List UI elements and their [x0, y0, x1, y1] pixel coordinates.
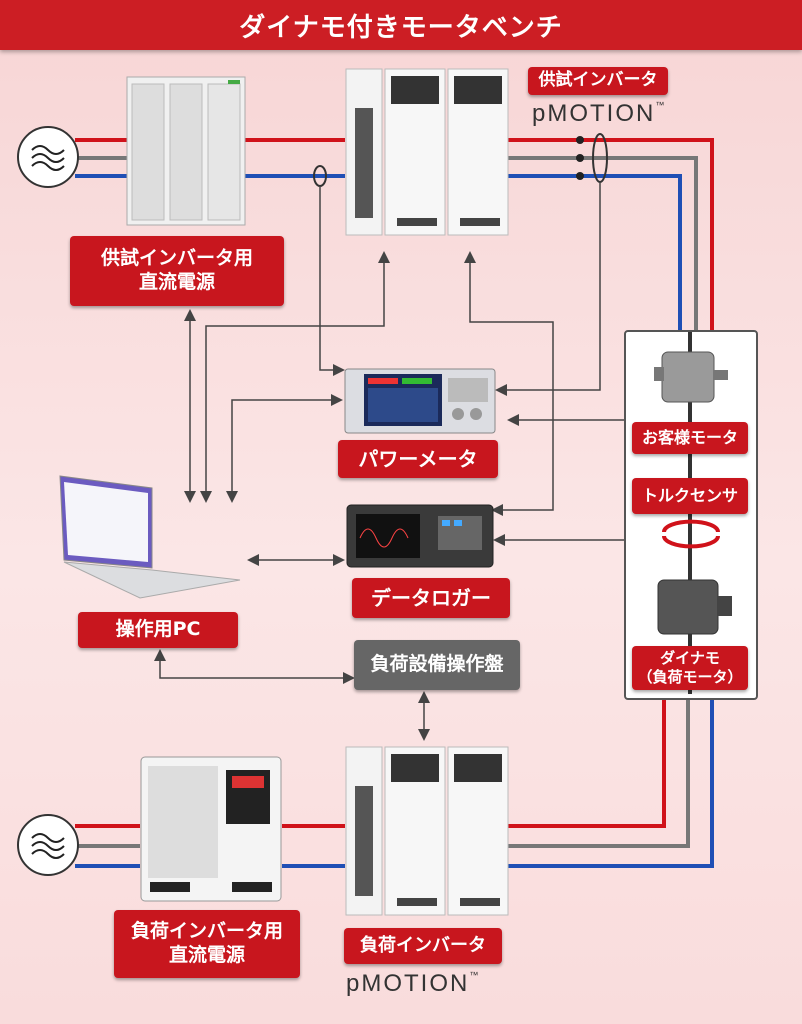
laptop-pc: [50, 470, 250, 610]
test-inverter-label: 供試インバータ: [528, 67, 668, 95]
load-inverter-cabinet: [345, 746, 509, 916]
load-inverter-psu-label: 負荷インバータ用直流電源: [114, 910, 300, 978]
test-inverter-dc-psu-cabinet: [126, 76, 246, 226]
motor-bench-panel: お客様モータ トルクセンサ ダイナモ（負荷モータ）: [624, 330, 758, 700]
data-logger-label: データロガー: [352, 578, 510, 618]
page-title: ダイナモ付きモータベンチ: [0, 0, 802, 50]
customer-motor-label: お客様モータ: [632, 422, 748, 454]
operation-pc-label: 操作用PC: [78, 612, 238, 648]
test-inverter-cabinet: [345, 68, 509, 236]
pmotion-logo-bottom: pMOTION™: [346, 970, 481, 997]
rotation-arrows-icon: [662, 519, 720, 549]
ac-source-icon: [17, 126, 79, 188]
dynamo-label: ダイナモ（負荷モータ）: [632, 646, 748, 690]
bottom-power-lines: [75, 696, 714, 868]
test-inverter-psu-label: 供試インバータ用直流電源: [70, 236, 284, 306]
pmotion-logo-top: pMOTION™: [532, 100, 667, 127]
power-meter-label: パワーメータ: [338, 440, 498, 478]
dynamo-icon: [657, 579, 732, 635]
ac-source-icon: [17, 814, 79, 876]
torque-sensor-label: トルクセンサ: [632, 478, 748, 514]
customer-motor-icon: [654, 351, 728, 403]
data-logger-device: [346, 504, 494, 568]
top-power-lines: [75, 133, 714, 330]
signal-lines: [154, 182, 624, 741]
load-panel-label: 負荷設備操作盤: [354, 640, 520, 690]
power-meter-device: [344, 368, 496, 434]
load-inverter-label: 負荷インバータ: [344, 928, 502, 964]
pcube-dc-psu: [140, 756, 282, 902]
